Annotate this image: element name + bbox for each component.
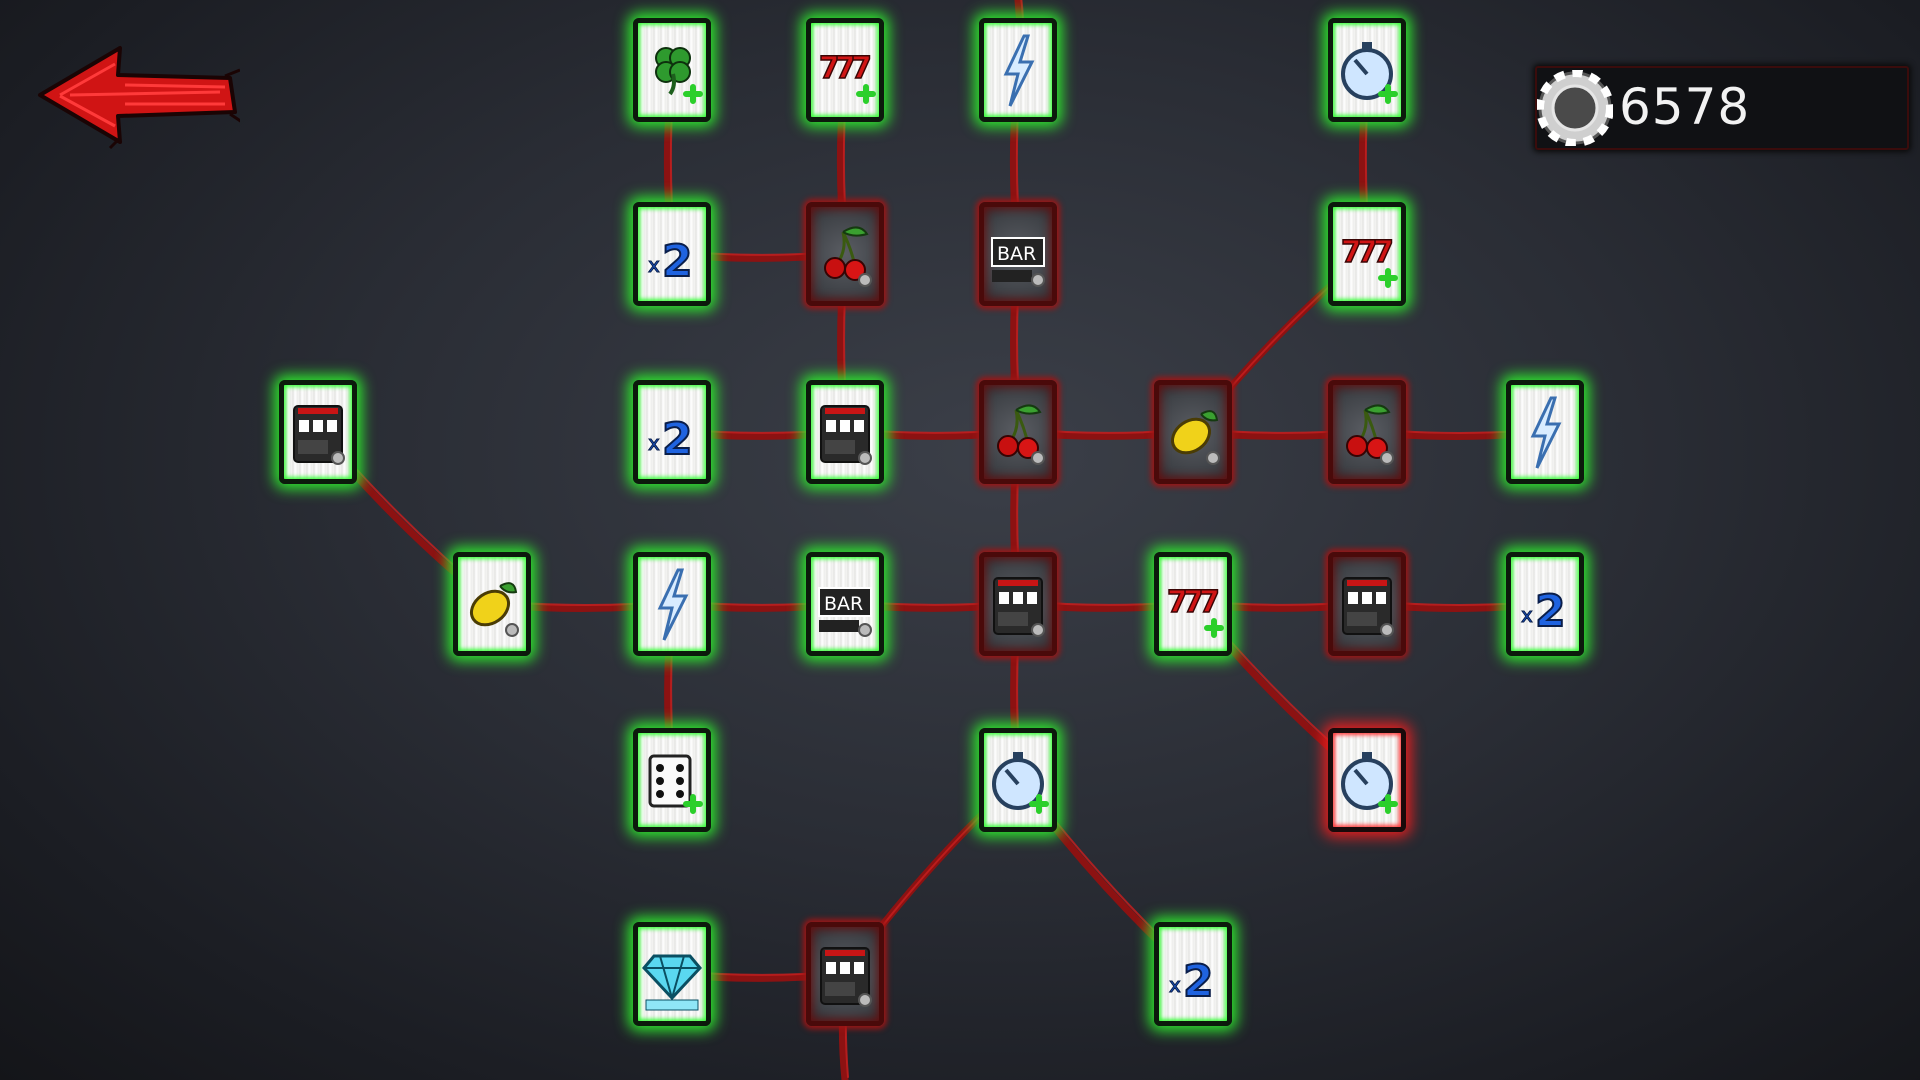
poker-chip-icon [1537, 70, 1613, 146]
svg-text:7: 7 [1167, 585, 1188, 620]
skill-node-x2[interactable]: x 2 [1506, 552, 1584, 656]
skill-node-slot-machine[interactable] [806, 922, 884, 1026]
lightning-icon [1003, 34, 1035, 107]
skill-node-slot-machine[interactable] [279, 380, 357, 484]
x2-icon: x 2 [1521, 585, 1567, 638]
svg-text:7: 7 [819, 51, 840, 86]
skill-node-bar[interactable]: BAR [806, 552, 884, 656]
slot-machine-icon [293, 405, 345, 465]
svg-text:2: 2 [1183, 956, 1214, 1007]
cherry-icon [824, 226, 872, 287]
lightning-icon [1530, 396, 1562, 469]
lemon-icon [469, 582, 519, 637]
svg-text:7: 7 [1373, 235, 1394, 270]
red-back-arrow-icon [38, 46, 243, 150]
skill-node-slot-machine[interactable] [1328, 552, 1406, 656]
lightning-icon [657, 568, 689, 641]
skill-node-x2[interactable]: x 2 [633, 202, 711, 306]
stopwatch-icon [992, 752, 1049, 814]
cherry-icon [997, 404, 1045, 465]
slot-machine-icon [1342, 577, 1394, 637]
skill-node-lemon[interactable] [1154, 380, 1232, 484]
bar-icon: BAR [991, 237, 1045, 287]
cherry-icon [1346, 404, 1394, 465]
sevens-icon: 777 [818, 50, 876, 104]
coin-count: 6578 [1619, 78, 1751, 136]
svg-text:7: 7 [1357, 235, 1378, 270]
diamond-icon [642, 954, 702, 1011]
stopwatch-icon [1341, 752, 1398, 814]
x2-icon: x 2 [1169, 955, 1215, 1008]
skill-node-cherry[interactable] [806, 202, 884, 306]
svg-text:x: x [1169, 973, 1181, 997]
svg-text:2: 2 [1535, 586, 1566, 637]
skill-node-slot-machine[interactable] [979, 552, 1057, 656]
skill-node-cherry[interactable] [1328, 380, 1406, 484]
skill-node-cherry[interactable] [979, 380, 1057, 484]
skill-node-bar[interactable]: BAR [979, 202, 1057, 306]
skill-node-lightning[interactable] [979, 18, 1057, 122]
x2-icon: x 2 [648, 413, 694, 466]
skill-node-x2[interactable]: x 2 [1154, 922, 1232, 1026]
lemon-icon [1170, 410, 1220, 465]
skill-node-stopwatch[interactable] [1328, 18, 1406, 122]
skill-node-lightning[interactable] [1506, 380, 1584, 484]
back-button[interactable] [30, 40, 243, 150]
skill-node-diamond[interactable] [633, 922, 711, 1026]
skill-node-slot-machine[interactable] [806, 380, 884, 484]
skill-node-x2[interactable]: x 2 [633, 380, 711, 484]
slot-machine-icon [993, 577, 1045, 637]
svg-text:7: 7 [835, 51, 856, 86]
slot-machine-icon [820, 405, 872, 465]
svg-text:BAR: BAR [997, 243, 1036, 265]
svg-text:x: x [648, 253, 660, 277]
svg-text:x: x [648, 431, 660, 455]
skill-node-stopwatch[interactable] [1328, 728, 1406, 832]
skill-node-dice[interactable] [633, 728, 711, 832]
dice-icon [648, 754, 703, 814]
sevens-icon: 777 [1340, 234, 1398, 288]
svg-text:2: 2 [662, 414, 693, 465]
svg-text:7: 7 [1341, 235, 1362, 270]
svg-text:x: x [1521, 603, 1533, 627]
sevens-icon: 777 [1166, 584, 1224, 638]
stopwatch-icon [1341, 42, 1398, 104]
svg-text:2: 2 [662, 236, 693, 287]
skill-node-clover[interactable] [633, 18, 711, 122]
currency-panel: 6578 [1535, 66, 1909, 150]
svg-text:7: 7 [1199, 585, 1220, 620]
skill-node-stopwatch[interactable] [979, 728, 1057, 832]
skill-node-lightning[interactable] [633, 552, 711, 656]
x2-icon: x 2 [648, 235, 694, 288]
svg-text:7: 7 [1183, 585, 1204, 620]
svg-text:7: 7 [851, 51, 872, 86]
clover-icon [655, 47, 703, 104]
bar-icon: BAR [818, 587, 872, 637]
skill-node-lemon[interactable] [453, 552, 531, 656]
slot-machine-icon [820, 947, 872, 1007]
svg-text:BAR: BAR [824, 593, 863, 615]
